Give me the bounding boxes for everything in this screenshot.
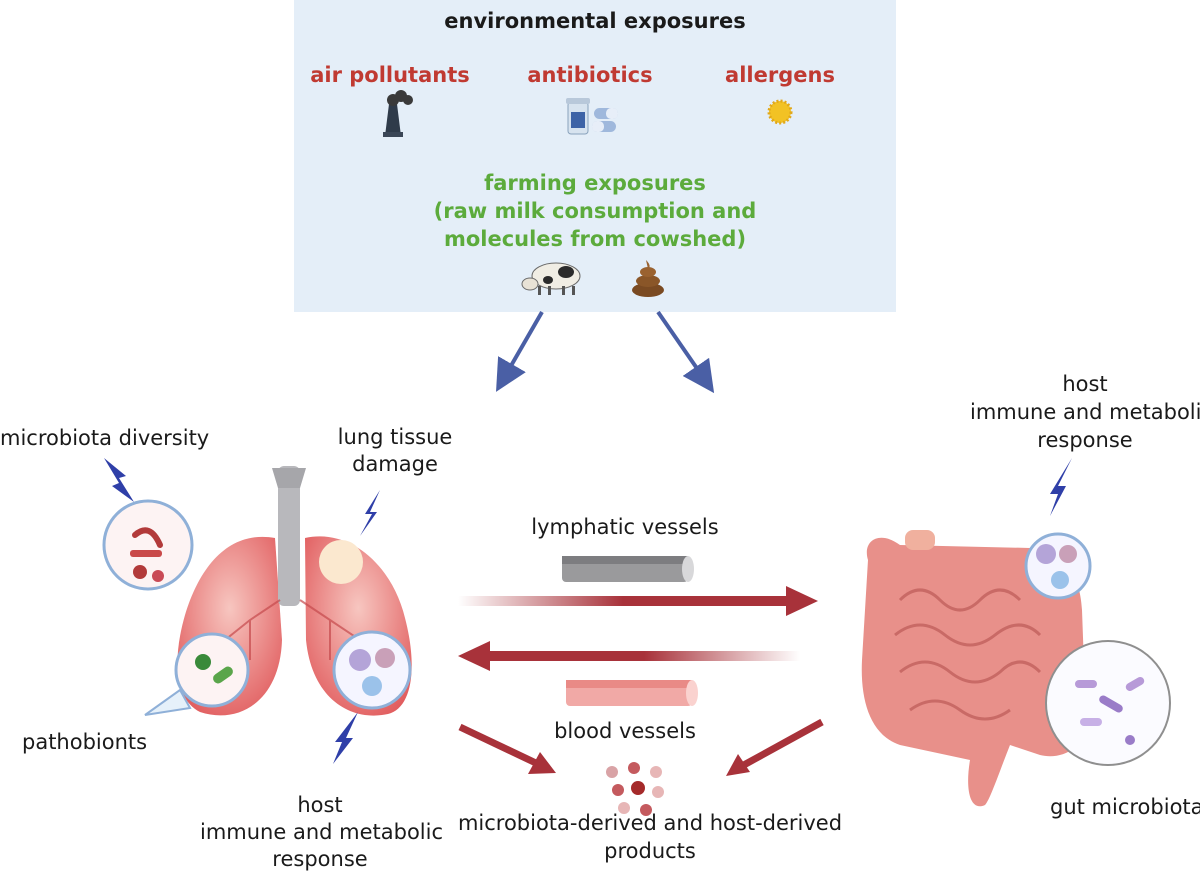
lungs-illustration xyxy=(102,466,412,716)
lymphatic-vessel-icon xyxy=(562,556,694,582)
environmental-exposures-box xyxy=(294,0,896,312)
arrow-lung-to-gut-shaft xyxy=(458,596,788,606)
arrow-lung-to-products xyxy=(458,723,556,774)
products-label-line2: products xyxy=(604,839,696,863)
allergens-label: allergens xyxy=(725,63,835,87)
farming-exposures-line2: (raw milk consumption and xyxy=(433,199,757,223)
microbiota-diversity-label: microbiota diversity xyxy=(0,426,210,450)
lung-host-response-line2: immune and metabolic xyxy=(200,820,444,844)
pill-bottle-icon xyxy=(566,98,590,135)
lymphatic-vessels-label: lymphatic vessels xyxy=(531,515,719,539)
farming-exposures-title: farming exposures xyxy=(484,171,706,195)
lightning-icon-diversity xyxy=(104,458,134,502)
farming-exposures-line3: molecules from cowshed) xyxy=(443,227,747,251)
intestine-illustration xyxy=(861,530,1171,807)
pollen-icon xyxy=(767,99,793,125)
arrow-to-lung xyxy=(496,311,544,392)
lung-tissue-damage-label-line1: lung tissue xyxy=(337,425,453,449)
lightning-icon-lung-host xyxy=(333,712,358,764)
lung-host-response-line3: response xyxy=(272,847,368,871)
lung-tissue-damage-label-line2: damage xyxy=(352,452,438,476)
products-label-line1: microbiota-derived and host-derived xyxy=(457,811,843,835)
lightning-icon-gut-host xyxy=(1050,458,1072,516)
gut-microbiota-label: gut microbiota xyxy=(1050,795,1200,819)
arrow-to-gut xyxy=(656,310,715,394)
arrow-gut-to-products xyxy=(726,718,824,776)
arrow-gut-to-lung-head xyxy=(458,641,490,671)
lung-host-response-line1: host xyxy=(297,793,343,817)
blood-vessel-icon xyxy=(566,680,698,706)
arrow-lung-to-gut-head xyxy=(786,586,818,616)
gut-host-response-line3: response xyxy=(1037,428,1133,452)
factory-icon xyxy=(383,90,413,137)
pathobionts-label: pathobionts xyxy=(22,730,148,754)
lightning-icon-damage xyxy=(360,490,380,536)
products-icon xyxy=(606,762,664,816)
gut-host-response-line1: host xyxy=(1062,372,1108,396)
antibiotics-label: antibiotics xyxy=(527,63,653,87)
manure-icon xyxy=(632,260,664,297)
air-pollutants-label: air pollutants xyxy=(310,63,470,87)
arrow-gut-to-lung-shaft xyxy=(488,651,800,661)
environmental-exposures-title: environmental exposures xyxy=(444,9,746,33)
capsule-icon xyxy=(592,108,618,132)
blood-vessels-label: blood vessels xyxy=(554,719,696,743)
cow-icon xyxy=(521,262,581,295)
gut-host-response-line2: immune and metabolic xyxy=(970,400,1200,424)
